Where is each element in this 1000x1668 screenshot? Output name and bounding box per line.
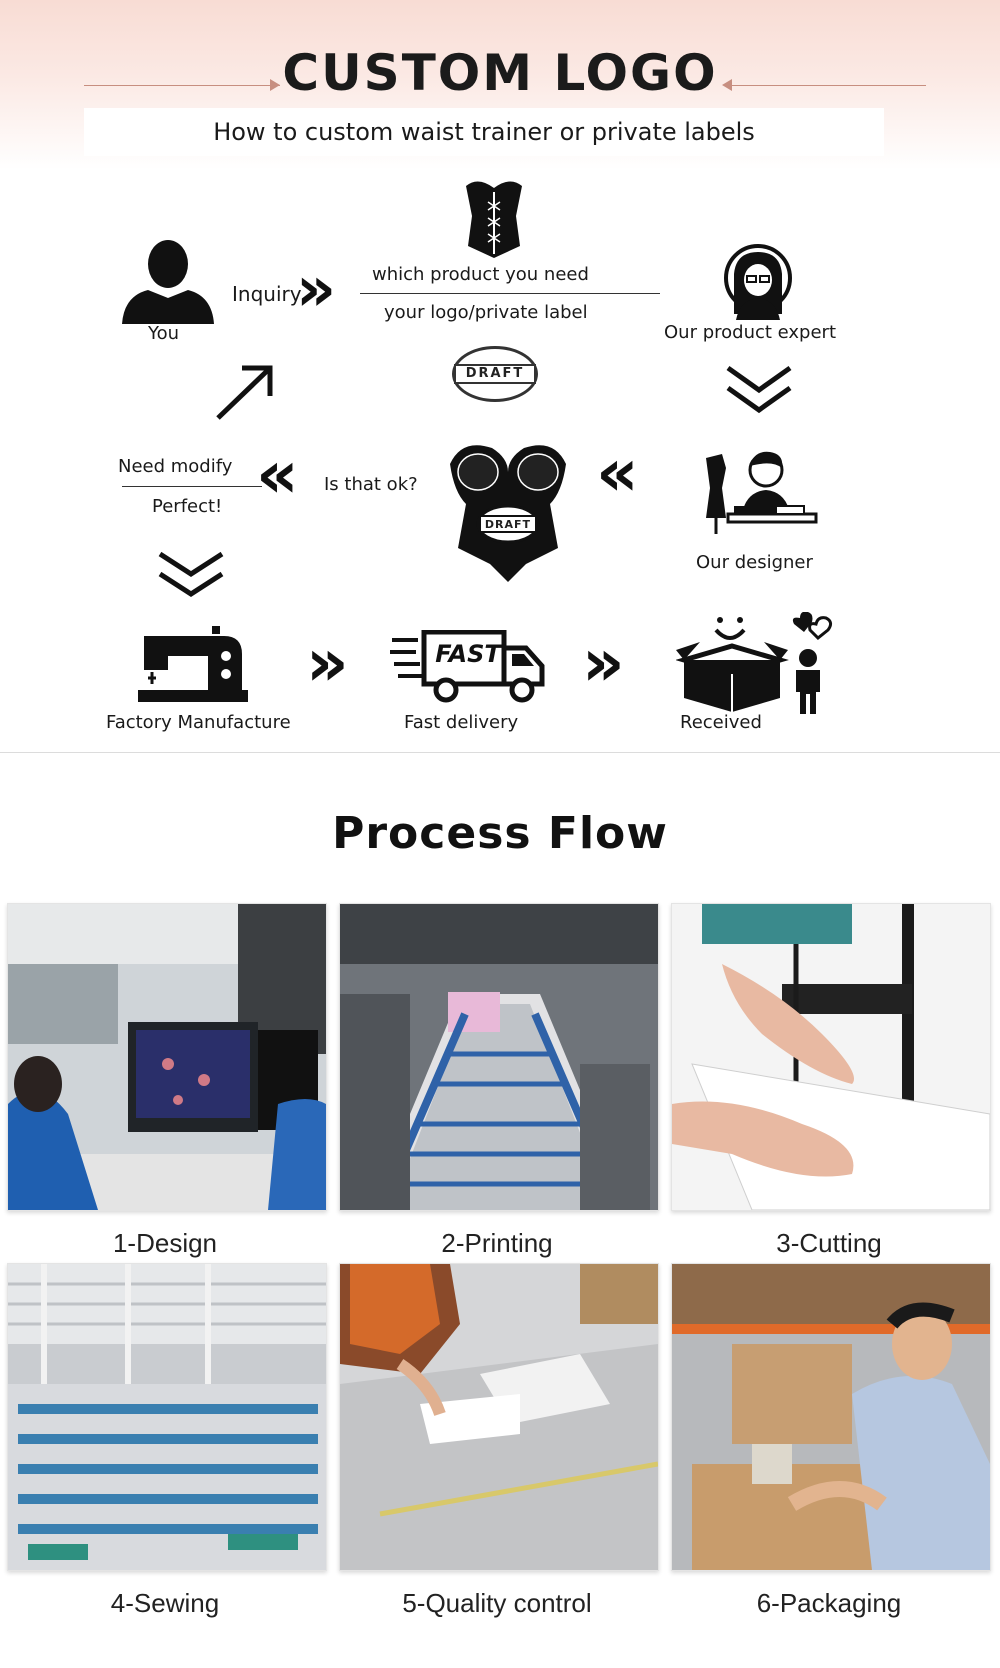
page-title: CUSTOM LOGO xyxy=(282,44,718,102)
step-label-cutting: 3-Cutting xyxy=(776,1228,882,1258)
designer-label: Our designer xyxy=(696,552,813,573)
packaging-photo xyxy=(671,1263,991,1571)
is-that-ok-label: Is that ok? xyxy=(324,474,418,495)
double-chevron-right-icon-3: » xyxy=(582,624,625,701)
title-line-left xyxy=(84,85,280,86)
flow-divider-line xyxy=(360,293,660,294)
printing-photo xyxy=(339,903,659,1211)
title-arrow-right xyxy=(722,79,732,91)
double-chevron-down-icon xyxy=(726,365,792,414)
designer-icon xyxy=(706,451,818,534)
truck-icon xyxy=(390,630,545,703)
received-icon xyxy=(676,612,833,714)
page-subtitle: How to custom waist trainer or private l… xyxy=(213,118,755,146)
corset-draft-icon xyxy=(450,445,566,582)
arrow-up-right-icon xyxy=(216,365,273,420)
process-flow-title: Process Flow xyxy=(332,808,668,859)
step-label-printing: 2-Printing xyxy=(441,1228,553,1258)
section-divider xyxy=(0,752,1000,753)
expert-label: Our product expert xyxy=(664,322,837,343)
step-label-design: 1-Design xyxy=(112,1228,218,1258)
double-chevron-down-icon-2 xyxy=(158,551,224,597)
perfect-label: Perfect! xyxy=(152,496,223,517)
double-chevron-left-icon-2: « xyxy=(596,434,639,511)
cutting-photo xyxy=(671,903,991,1211)
corset-icon xyxy=(466,181,522,258)
received-label: Received xyxy=(680,712,762,733)
subtitle-box xyxy=(84,108,884,156)
step-label-sewing: 4-Sewing xyxy=(110,1588,220,1618)
factory-label: Factory Manufacture xyxy=(106,712,291,733)
title-line-right xyxy=(730,85,926,86)
sewing-photo xyxy=(7,1263,327,1571)
modify-divider-line xyxy=(122,486,262,487)
step-label-packaging: 6-Packaging xyxy=(756,1588,902,1618)
double-chevron-left-icon: « xyxy=(256,436,299,513)
quality-control-photo xyxy=(339,1263,659,1571)
you-label: You xyxy=(148,323,180,344)
fast-delivery-label: Fast delivery xyxy=(404,712,519,733)
expert-icon xyxy=(724,244,792,320)
draft-stamp-text: DRAFT xyxy=(454,364,536,384)
sewing-machine-icon xyxy=(138,626,248,702)
person-icon xyxy=(122,240,214,324)
title-arrow-left xyxy=(270,79,280,91)
which-product-text: which product you need xyxy=(372,264,589,285)
double-chevron-right-icon: » xyxy=(296,252,337,325)
draft-stamp-icon xyxy=(452,346,538,402)
your-logo-text: your logo/private label xyxy=(384,302,588,323)
step-label-quality-control: 5-Quality control xyxy=(402,1588,592,1618)
need-modify-label: Need modify xyxy=(118,456,233,477)
design-photo xyxy=(7,903,327,1211)
double-chevron-right-icon-2: » xyxy=(306,624,349,701)
fast-badge-text: FAST xyxy=(435,640,501,668)
inquiry-label: Inquiry xyxy=(232,282,302,306)
corset-draft-text: DRAFT xyxy=(484,518,532,531)
